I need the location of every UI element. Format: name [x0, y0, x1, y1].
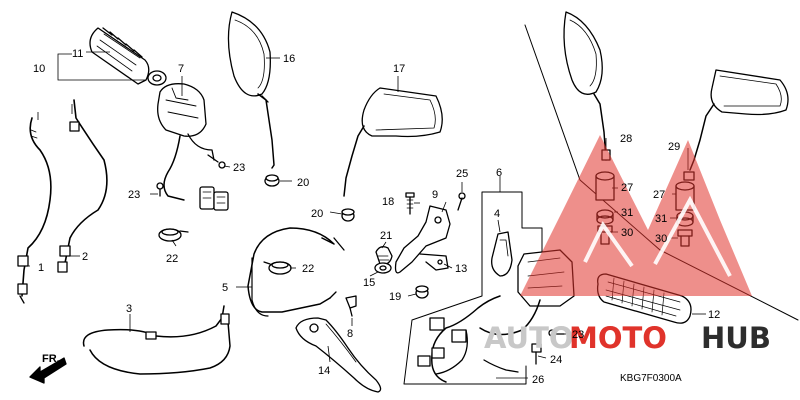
lever-bracket-13: [394, 205, 451, 274]
nut-20-center: [341, 208, 355, 222]
nut-20-upper: [264, 174, 280, 187]
part-label-22-b: 22: [302, 263, 314, 275]
part-label-9: 9: [432, 189, 438, 201]
part-label-26: 26: [532, 374, 544, 386]
bolt-8: [345, 295, 357, 317]
part-labels: 11 10 7 16 17 1 2 23 23 22 20 20 18 9 25…: [33, 48, 720, 386]
front-direction-label: FR.: [42, 353, 60, 365]
watermark: AUTO MOTO HUB: [484, 135, 771, 355]
throttle-cable-1: [17, 117, 52, 304]
washer-15: [374, 262, 392, 274]
center-mirror-17: [343, 87, 443, 197]
part-label-27-b: 27: [653, 189, 665, 201]
bolt-23-left-b: [156, 182, 164, 197]
clutch-cable-3: [82, 305, 231, 375]
part-label-20-a: 20: [297, 177, 309, 189]
part-label-24: 24: [550, 354, 562, 366]
part-label-3: 3: [126, 303, 132, 315]
throttle-cable-2: [57, 99, 108, 273]
brake-lever-14: [295, 317, 382, 393]
part-label-15: 15: [363, 277, 375, 289]
screw-25: [457, 192, 466, 211]
mirror-28: [563, 11, 611, 161]
front-direction-arrow: [29, 357, 67, 384]
throttle-grip-part: [89, 27, 167, 86]
part-label-16: 16: [283, 53, 295, 65]
part-label-7: 7: [178, 63, 184, 75]
right-switch-housing-part: [157, 83, 229, 211]
part-label-13: 13: [455, 263, 467, 275]
left-mirror-16: [227, 11, 275, 169]
part-label-6: 6: [496, 167, 502, 179]
part-label-10: 10: [33, 63, 45, 75]
part-label-14: 14: [318, 365, 330, 377]
part-label-19: 19: [389, 291, 401, 303]
part-label-4: 4: [494, 208, 500, 220]
part-label-23-c: 23: [572, 329, 584, 341]
part-label-18: 18: [382, 196, 394, 208]
part-label-29: 29: [668, 141, 680, 153]
part-label-23-b: 23: [128, 189, 140, 201]
switch-part-4: [491, 231, 513, 277]
part-label-28: 28: [620, 133, 632, 145]
part-label-25: 25: [456, 168, 468, 180]
part-label-17: 17: [393, 63, 405, 75]
mirror-29: [683, 69, 789, 181]
switch-21: [375, 246, 393, 265]
part-label-22-a: 22: [166, 253, 178, 265]
nut-19: [415, 285, 429, 299]
part-label-30-b: 30: [655, 233, 667, 245]
part-label-12: 12: [708, 309, 720, 321]
part-label-1: 1: [38, 262, 44, 274]
watermark-brand-moto: MOTO: [569, 321, 667, 355]
left-switch-assembly-box-6: [403, 191, 543, 385]
watermark-brand-hub: HUB: [701, 321, 771, 355]
part-label-20-b: 20: [311, 208, 323, 220]
bolt-18: [405, 192, 415, 215]
part-label-5: 5: [222, 282, 228, 294]
part-label-11: 11: [72, 48, 83, 60]
clamp-22-lower: [263, 261, 292, 275]
part-label-30-a: 30: [621, 227, 633, 239]
clamp-22-upper: [158, 228, 189, 242]
diagram-code: KBG7F0300A: [620, 373, 682, 384]
screw-24: [531, 343, 542, 365]
brake-cable-5: [247, 227, 345, 317]
part-label-31-a: 31: [621, 207, 633, 219]
part-label-21: 21: [380, 230, 392, 242]
part-label-8: 8: [347, 328, 353, 340]
watermark-brand-auto: AUTO: [484, 321, 574, 355]
part-label-23-a: 23: [233, 162, 245, 174]
part-label-2: 2: [82, 251, 88, 263]
part-label-27-a: 27: [621, 182, 633, 194]
part-label-31-b: 31: [655, 213, 667, 225]
bolt-23-left-a: [207, 154, 226, 169]
